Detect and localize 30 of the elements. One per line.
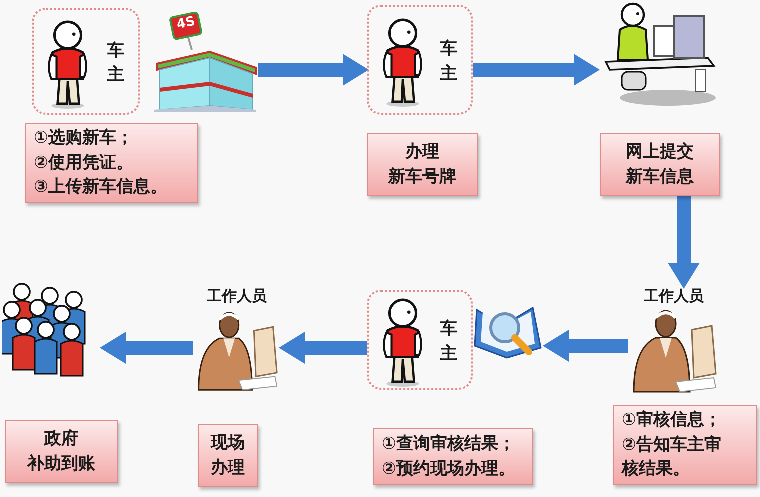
step-box: 现场办理	[198, 424, 258, 487]
step-box: 网上提交新车信息	[600, 133, 720, 196]
step-text: ③上传新车信息。	[34, 176, 168, 200]
sign-text: 4S	[176, 15, 197, 32]
role-heading: 工作人员	[206, 287, 268, 306]
person-card	[367, 5, 473, 115]
arrow	[668, 196, 700, 289]
step-text: ①审核信息；	[622, 409, 722, 432]
person-card	[367, 290, 473, 390]
step-text: ①选购新车；	[34, 127, 134, 150]
arrow	[258, 54, 369, 86]
person-label: 车主	[440, 318, 458, 366]
car-dealership-drawing	[152, 12, 258, 112]
arrow	[100, 332, 193, 364]
arrow	[473, 54, 600, 86]
person-label: 车主	[440, 38, 458, 86]
person-card	[32, 8, 140, 115]
step-box: 政府补助到账	[5, 420, 118, 483]
person-label: 车主	[107, 40, 126, 88]
step-text: ②使用凭证。	[34, 152, 134, 175]
step-text: ②预约现场办理。	[382, 458, 516, 480]
step-box: 办理新车号牌	[367, 133, 478, 196]
step-text: ②告知车主审核结果。	[622, 434, 722, 482]
role-heading: 工作人员	[643, 287, 705, 306]
arrow	[279, 332, 367, 364]
step-box	[613, 405, 757, 485]
step-text: ①查询审核结果；	[382, 432, 516, 456]
step-box	[373, 428, 533, 485]
arrow	[543, 330, 628, 362]
step-box	[25, 123, 198, 203]
